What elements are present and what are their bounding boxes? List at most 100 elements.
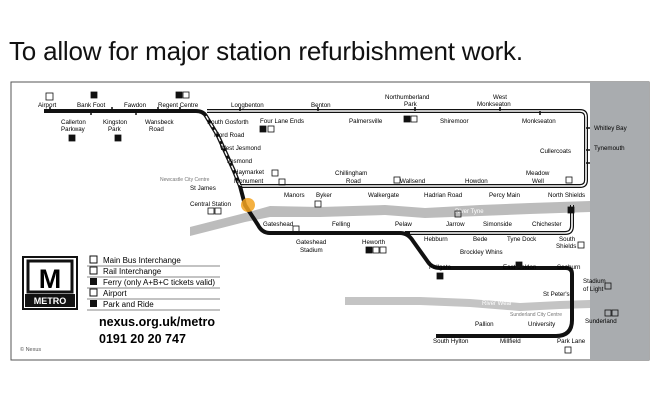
bus-icon bbox=[314, 200, 322, 208]
station-kingston-park-2: Park bbox=[108, 126, 122, 133]
metro-line-coast-inner bbox=[207, 110, 587, 187]
station-sunderland: Sunderland bbox=[585, 318, 617, 325]
map-border bbox=[10, 81, 650, 361]
map-interchange-icons bbox=[45, 91, 619, 354]
central-station-highlight bbox=[241, 198, 255, 212]
station-ticks bbox=[49, 107, 590, 164]
station-south-hylton: South Hylton bbox=[433, 338, 469, 345]
park-and-ride-icon bbox=[68, 134, 76, 142]
station-longbenton: Longbenton bbox=[231, 102, 264, 109]
station-west-monkseaton-2: Monkseaton bbox=[477, 101, 511, 108]
metro-logo-word-bg bbox=[25, 294, 75, 307]
bus-icon bbox=[278, 178, 286, 186]
rail-icon bbox=[604, 309, 612, 317]
station-fellgate: Fellgate bbox=[429, 264, 452, 271]
station-jarrow: Jarrow bbox=[446, 221, 465, 228]
bus-icon bbox=[267, 125, 275, 133]
legend-item-ferry: Ferry (only A+B+C tickets valid) bbox=[103, 278, 215, 287]
station-tynemouth: Tynemouth bbox=[594, 145, 625, 152]
station-gateshead: Gateshead bbox=[263, 221, 294, 228]
metro-logo-word: METRO bbox=[34, 296, 67, 306]
station-four-lane-ends: Four Lane Ends bbox=[260, 118, 304, 125]
legend-rows bbox=[87, 265, 220, 311]
station-wansbeck-road-1: Wansbeck bbox=[145, 119, 175, 126]
legend-item-airport: Airport bbox=[103, 289, 127, 298]
park-and-ride-icon bbox=[436, 272, 444, 280]
station-monument: Monument bbox=[234, 178, 264, 185]
station-pallion: Pallion bbox=[475, 321, 494, 328]
station-regent-centre: Regent Centre bbox=[158, 102, 199, 109]
bus-icon bbox=[565, 176, 573, 184]
station-stadium-of-light-1: Stadium bbox=[583, 278, 606, 285]
station-chillingham-road-2: Road bbox=[346, 178, 361, 185]
station-palmersville: Palmersville bbox=[349, 118, 383, 125]
station-northumberland-park-2: Park bbox=[404, 101, 418, 108]
bus-icon bbox=[379, 246, 387, 254]
station-simonside: Simonside bbox=[483, 221, 512, 228]
station-st-james: St James bbox=[190, 185, 216, 192]
ferry-icon bbox=[567, 206, 575, 214]
station-haymarket: Haymarket bbox=[234, 169, 264, 176]
bus-icon bbox=[454, 210, 462, 218]
bus-icon bbox=[577, 241, 585, 249]
copyright: © Nexus bbox=[20, 346, 41, 353]
station-meadow-well-2: Well bbox=[532, 178, 544, 185]
legend-item-park-and-ride: Park and Ride bbox=[103, 300, 154, 309]
station-north-shields: North Shields bbox=[548, 192, 585, 199]
station-gateshead-stadium-1: Gateshead bbox=[296, 239, 327, 246]
metro-line-green bbox=[238, 185, 574, 338]
station-heworth: Heworth bbox=[362, 239, 386, 246]
station-meadow-well-1: Meadow bbox=[526, 170, 550, 177]
bus-icon bbox=[214, 207, 222, 215]
station-jesmond: Jesmond bbox=[227, 158, 253, 165]
station-south-shields-1: South bbox=[559, 236, 576, 243]
station-cullercoats: Cullercoats bbox=[540, 148, 571, 155]
station-percy-main: Percy Main bbox=[489, 192, 521, 199]
station-hadrian-road: Hadrian Road bbox=[424, 192, 463, 199]
station-shiremoor: Shiremoor bbox=[440, 118, 469, 125]
river-wear-label: River Wear bbox=[482, 301, 512, 307]
bus-icon bbox=[604, 282, 612, 290]
legend-rail-icon bbox=[89, 266, 98, 275]
station-benton: Benton bbox=[311, 102, 331, 109]
sunderland-city-centre-label: Sunderland City Centre bbox=[510, 312, 562, 318]
station-monkseaton: Monkseaton bbox=[522, 118, 556, 125]
station-west-monkseaton-1: West bbox=[493, 94, 507, 101]
park-and-ride-icon bbox=[259, 125, 267, 133]
river-wear bbox=[345, 297, 590, 311]
bus-icon bbox=[611, 309, 619, 317]
park-and-ride-icon bbox=[403, 115, 411, 123]
legend-item-rail: Rail Interchange bbox=[103, 267, 162, 276]
metro-logo-m-box bbox=[26, 259, 74, 294]
station-tyne-dock: Tyne Dock bbox=[507, 236, 537, 243]
station-gateshead-stadium-2: Stadium bbox=[300, 247, 323, 254]
station-south-shields-2: Shields bbox=[556, 243, 576, 250]
park-and-ride-icon bbox=[90, 91, 98, 99]
station-park-lane: Park Lane bbox=[557, 338, 586, 345]
river-tyne-label: River Tyne bbox=[455, 209, 484, 215]
park-and-ride-icon bbox=[175, 91, 183, 99]
legend-bus-icon bbox=[89, 255, 98, 264]
station-felling: Felling bbox=[332, 221, 351, 228]
headline: To allow for major station refurbishment… bbox=[9, 36, 523, 66]
park-and-ride-icon bbox=[365, 246, 373, 254]
bus-icon bbox=[564, 346, 572, 354]
legend-airport-icon bbox=[89, 288, 98, 297]
metro-line-south-shields-inner bbox=[410, 205, 573, 234]
bus-icon bbox=[271, 169, 279, 177]
bus-icon bbox=[182, 91, 190, 99]
park-and-ride-icon bbox=[114, 134, 122, 142]
station-chillingham-road-1: Chillingham bbox=[335, 170, 367, 177]
station-millfield: Millfield bbox=[500, 338, 521, 345]
station-chichester: Chichester bbox=[532, 221, 562, 228]
rail-icon bbox=[372, 246, 380, 254]
station-byker: Byker bbox=[316, 192, 332, 199]
river-tyne bbox=[190, 201, 590, 236]
station-airport: Airport bbox=[38, 102, 57, 109]
station-hebburn: Hebburn bbox=[424, 236, 448, 243]
website-link: nexus.org.uk/metro bbox=[99, 315, 215, 329]
station-pelaw: Pelaw bbox=[395, 221, 412, 228]
station-stadium-of-light-2: of Light bbox=[583, 286, 604, 293]
station-northumberland-park-1: Northumberland bbox=[385, 94, 430, 101]
